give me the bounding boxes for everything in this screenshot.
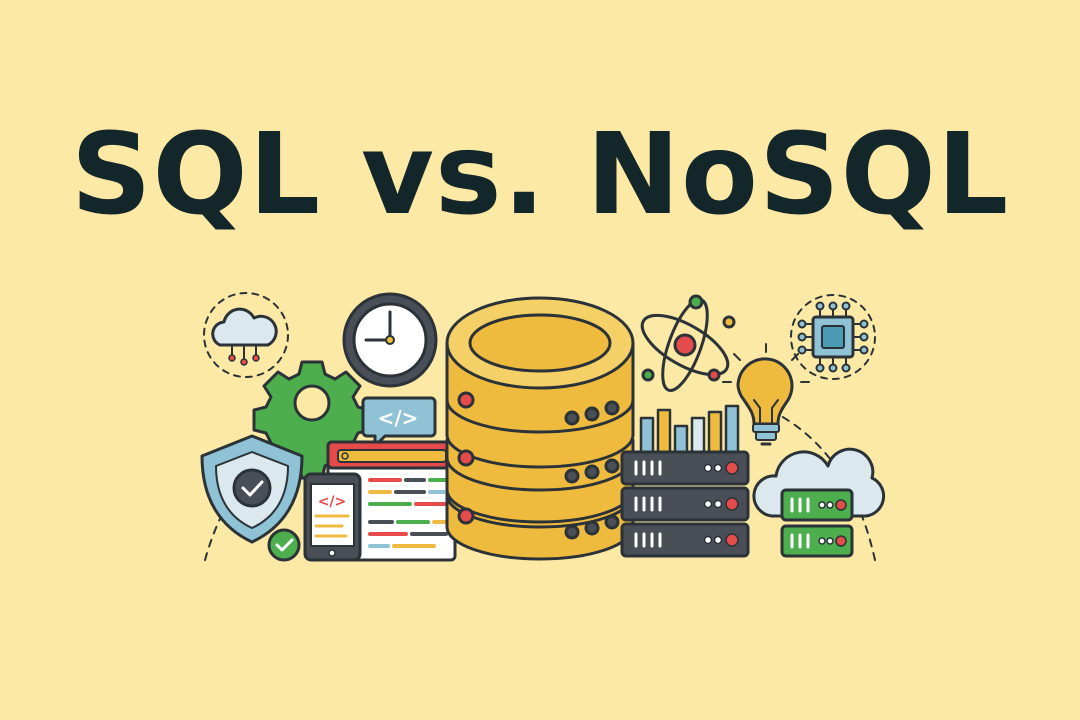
shield-check-icon [200, 434, 304, 544]
bar-chart-icon [639, 404, 740, 454]
atom-icon [640, 294, 736, 392]
code-bubble-icon: </> [361, 396, 437, 448]
cloud-server-icon [752, 447, 886, 558]
code-bubble-text: </> [378, 406, 419, 430]
database-icon [445, 296, 635, 561]
mobile-phone-icon: </> [303, 472, 362, 562]
server-rack-icon [620, 450, 750, 558]
chip-icon [790, 294, 876, 380]
page-title: SQL vs. NoSQL [70, 110, 1010, 240]
mobile-code-text: </> [318, 494, 347, 510]
check-circle-icon [267, 528, 301, 562]
light-bulb-icon [722, 343, 810, 446]
cloud-network-icon [203, 292, 289, 378]
clock-icon [342, 292, 438, 388]
